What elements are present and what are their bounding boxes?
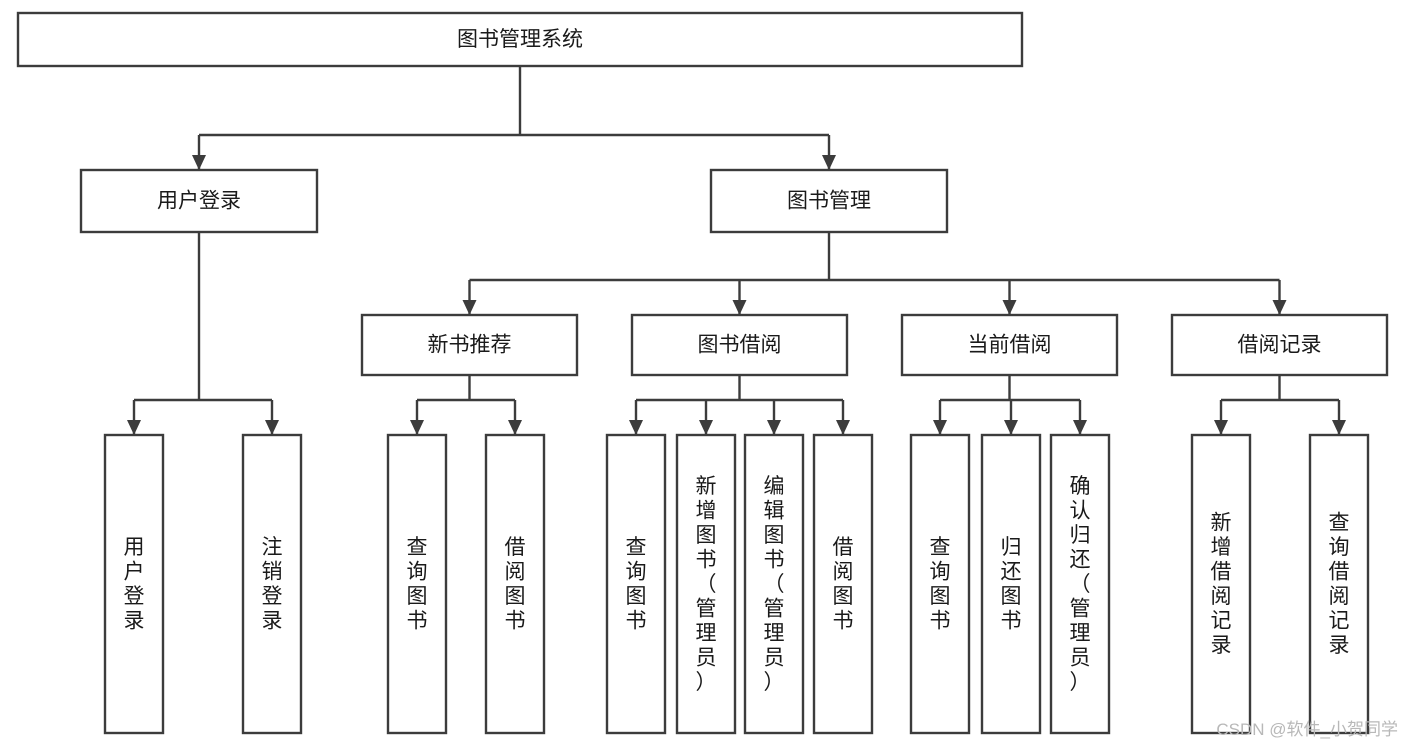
node-box-root[interactable]: [16, 11, 1024, 68]
node-label-book-management: 图书管理: [787, 190, 871, 213]
node-leaf-confirm-return[interactable]: 确认归还（管理员）: [1049, 433, 1111, 735]
node-box-current-borrow[interactable]: [900, 313, 1119, 377]
node-box-leaf-query-book-2[interactable]: [605, 433, 667, 735]
node-label-leaf-user-login: 用户登录: [124, 536, 145, 633]
node-box-leaf-borrow-book-2[interactable]: [812, 433, 874, 735]
node-user-login[interactable]: 用户登录: [79, 168, 319, 234]
node-label-leaf-query-record: 查询借阅记录: [1329, 512, 1350, 658]
node-leaf-add-record[interactable]: 新增借阅记录: [1190, 433, 1252, 735]
node-layer: 图书管理系统用户登录图书管理新书推荐图书借阅当前借阅借阅记录用户登录注销登录查询…: [16, 11, 1389, 735]
node-label-borrow-record: 借阅记录: [1238, 334, 1322, 357]
edge-group-current-borrow: [933, 375, 1087, 435]
edge-group-new-book-recommend: [410, 375, 522, 435]
node-label-root: 图书管理系统: [457, 28, 583, 51]
node-leaf-query-book-2[interactable]: 查询图书: [605, 433, 667, 735]
node-box-leaf-logout-login[interactable]: [241, 433, 303, 735]
node-box-leaf-add-record[interactable]: [1190, 433, 1252, 735]
node-box-leaf-add-book[interactable]: [675, 433, 737, 735]
node-box-book-borrow[interactable]: [630, 313, 849, 377]
node-root[interactable]: 图书管理系统: [16, 11, 1024, 68]
node-box-leaf-user-login[interactable]: [103, 433, 165, 735]
edge-group-book-management: [462, 232, 1287, 315]
node-label-leaf-edit-book: 编辑图书（管理员）: [764, 475, 785, 694]
node-box-borrow-record[interactable]: [1170, 313, 1389, 377]
node-current-borrow[interactable]: 当前借阅: [900, 313, 1119, 377]
node-leaf-add-book[interactable]: 新增图书（管理员）: [675, 433, 737, 735]
connector-layer: [127, 66, 1346, 435]
node-box-leaf-confirm-return[interactable]: [1049, 433, 1111, 735]
node-label-leaf-borrow-book-2: 借阅图书: [833, 536, 854, 633]
edge-group-user-login: [127, 232, 279, 435]
node-leaf-logout-login[interactable]: 注销登录: [241, 433, 303, 735]
node-label-leaf-confirm-return: 确认归还（管理员）: [1070, 475, 1091, 694]
edge-group-borrow-record: [1214, 375, 1346, 435]
node-box-user-login[interactable]: [79, 168, 319, 234]
node-leaf-query-book-3[interactable]: 查询图书: [909, 433, 971, 735]
node-box-leaf-edit-book[interactable]: [743, 433, 805, 735]
node-box-book-management[interactable]: [709, 168, 949, 234]
node-leaf-user-login[interactable]: 用户登录: [103, 433, 165, 735]
node-box-leaf-query-book-3[interactable]: [909, 433, 971, 735]
node-leaf-query-book-1[interactable]: 查询图书: [386, 433, 448, 735]
node-box-new-book-recommend[interactable]: [360, 313, 579, 377]
node-leaf-edit-book[interactable]: 编辑图书（管理员）: [743, 433, 805, 735]
node-label-leaf-borrow-book-1: 借阅图书: [505, 536, 526, 633]
node-leaf-return-book[interactable]: 归还图书: [980, 433, 1042, 735]
node-box-leaf-borrow-book-1[interactable]: [484, 433, 546, 735]
edge-group-book-borrow: [629, 375, 850, 435]
node-label-leaf-add-record: 新增借阅记录: [1211, 512, 1232, 658]
node-label-leaf-query-book-2: 查询图书: [626, 536, 647, 633]
node-leaf-borrow-book-1[interactable]: 借阅图书: [484, 433, 546, 735]
edge-group-root: [192, 66, 836, 170]
node-label-current-borrow: 当前借阅: [968, 334, 1052, 357]
csdn-watermark: CSDN @软件_小贺同学: [1216, 720, 1398, 739]
node-label-user-login: 用户登录: [157, 190, 241, 213]
node-leaf-borrow-book-2[interactable]: 借阅图书: [812, 433, 874, 735]
node-label-leaf-query-book-3: 查询图书: [930, 536, 951, 633]
node-leaf-query-record[interactable]: 查询借阅记录: [1308, 433, 1370, 735]
node-borrow-record[interactable]: 借阅记录: [1170, 313, 1389, 377]
node-label-new-book-recommend: 新书推荐: [428, 334, 512, 357]
node-box-leaf-return-book[interactable]: [980, 433, 1042, 735]
node-label-leaf-return-book: 归还图书: [1001, 536, 1022, 633]
node-label-leaf-logout-login: 注销登录: [262, 536, 283, 633]
node-label-leaf-query-book-1: 查询图书: [407, 536, 428, 633]
node-book-borrow[interactable]: 图书借阅: [630, 313, 849, 377]
node-box-leaf-query-book-1[interactable]: [386, 433, 448, 735]
node-book-management[interactable]: 图书管理: [709, 168, 949, 234]
node-label-leaf-add-book: 新增图书（管理员）: [696, 475, 717, 694]
node-box-leaf-query-record[interactable]: [1308, 433, 1370, 735]
node-label-book-borrow: 图书借阅: [698, 334, 782, 357]
node-new-book-recommend[interactable]: 新书推荐: [360, 313, 579, 377]
